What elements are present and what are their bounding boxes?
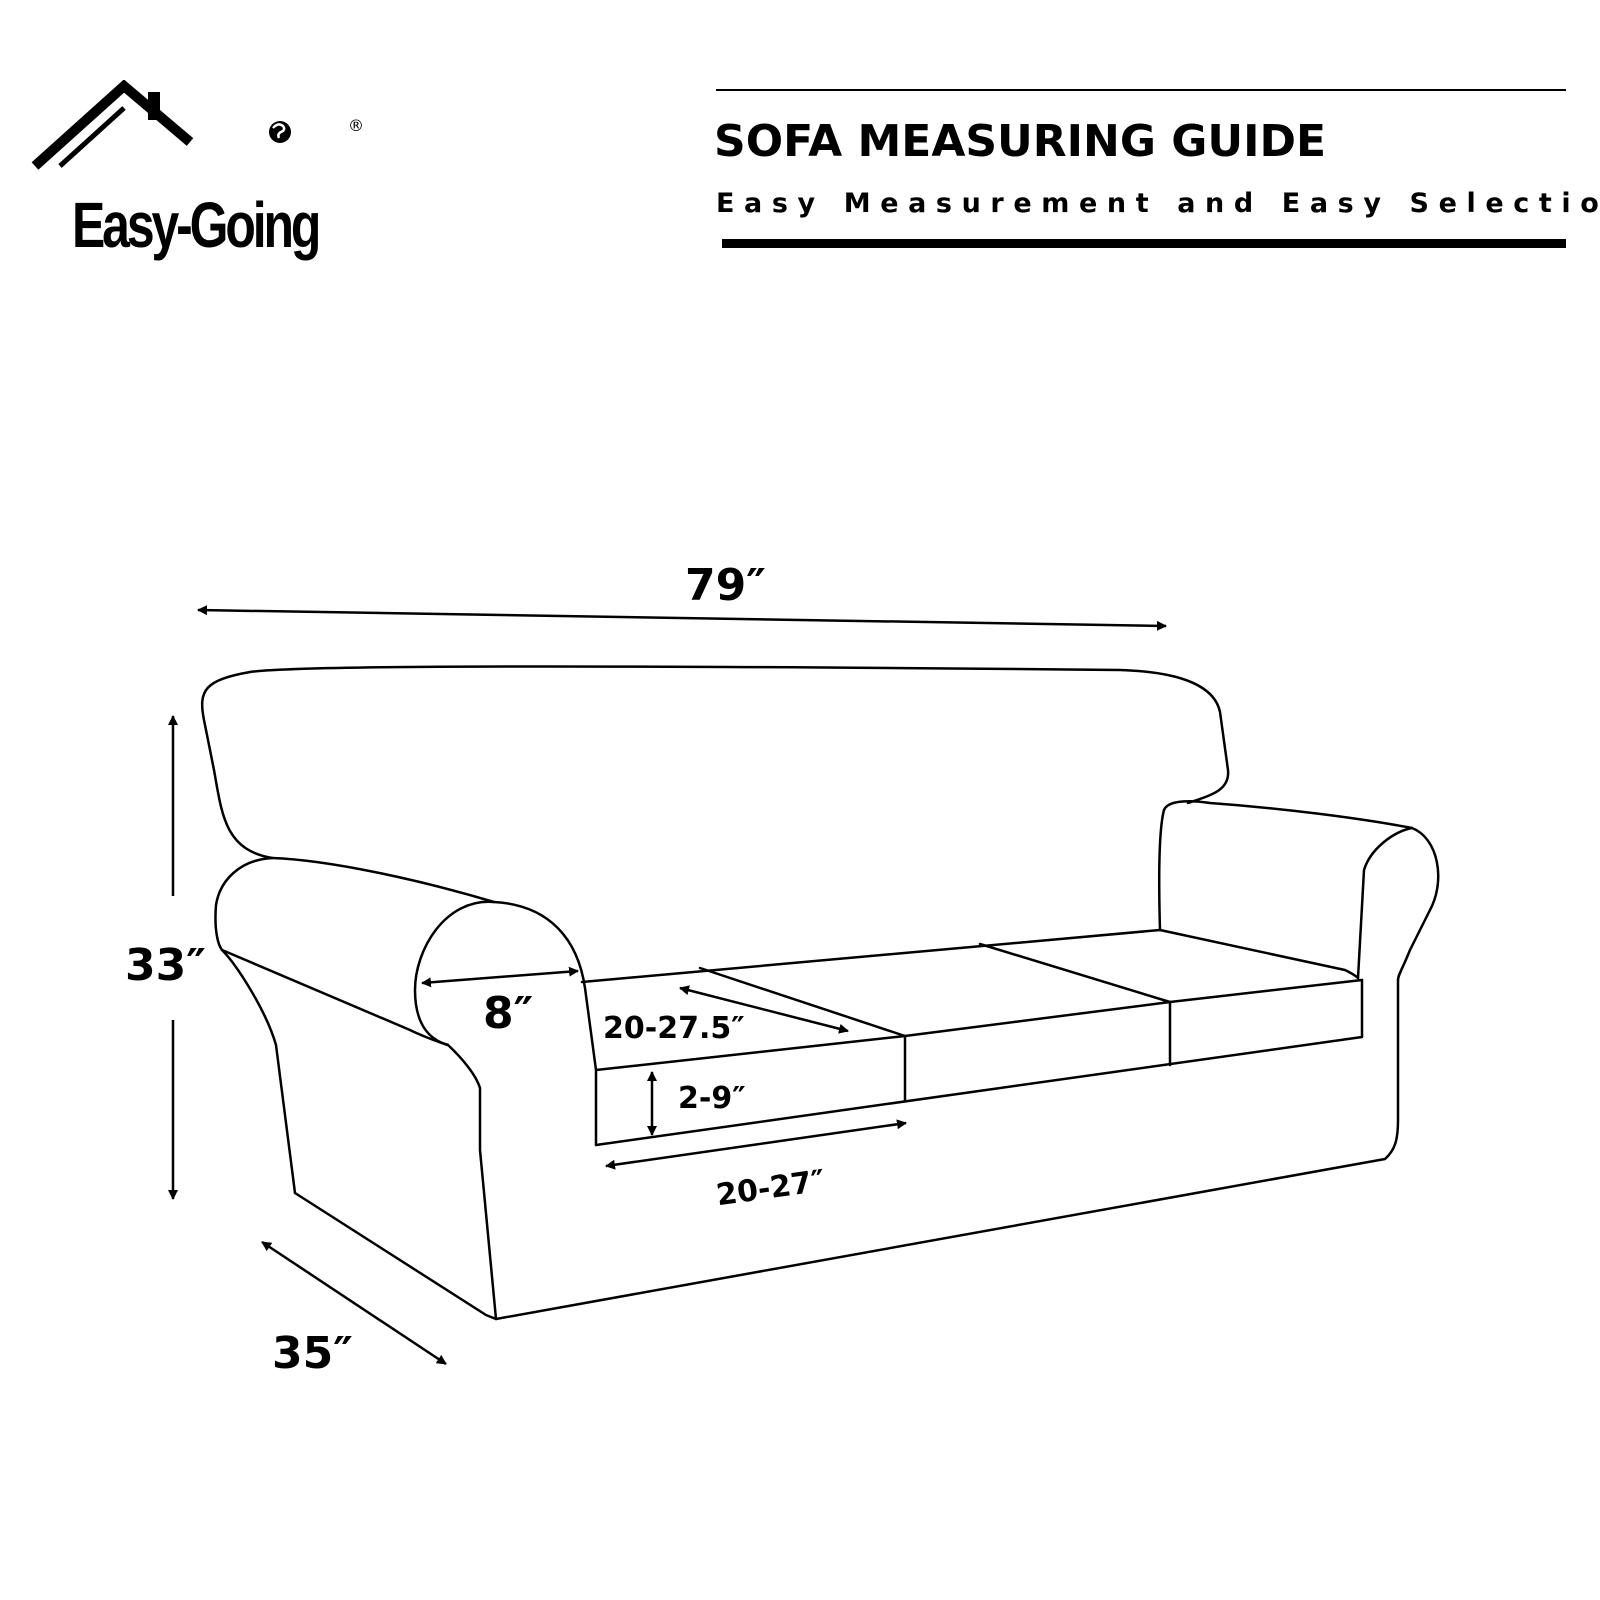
width-arrow (197, 605, 1167, 631)
depth-arrow (261, 1240, 447, 1366)
arm-width-label: 8″ (483, 988, 533, 1039)
seat-depth-label: 20-27.5″ (603, 1011, 745, 1046)
arm-width-arrow (421, 966, 579, 988)
header-top-rule (716, 89, 1566, 91)
width-label: 79″ (685, 560, 766, 611)
seat-width-label: 20-27″ (714, 1163, 827, 1213)
seat-width-arrow (605, 1119, 907, 1170)
logo-wordmark: Easy-Going (72, 189, 321, 261)
globe-icon (269, 121, 291, 143)
sofa-base (293, 978, 1400, 1321)
header-bottom-rule (722, 239, 1566, 248)
height-label: 33″ (125, 940, 206, 991)
sofa-backrest (200, 665, 1230, 860)
registered-mark: ® (348, 116, 364, 135)
brand-logo: Easy-Going ® (30, 80, 370, 261)
seat-depth-arrow (679, 985, 849, 1034)
page-title: SOFA MEASURING GUIDE (714, 116, 1327, 167)
house-roof-icon (31, 80, 291, 170)
sofa-left-arm (270, 856, 598, 1147)
cushion-thickness-label: 2-9″ (678, 1081, 746, 1116)
seat-back-edge (580, 928, 1360, 984)
page-subtitle: Easy Measurement and Easy Selection (716, 188, 1600, 219)
depth-label: 35″ (272, 1328, 353, 1379)
sofa-right-arm (1162, 800, 1440, 982)
